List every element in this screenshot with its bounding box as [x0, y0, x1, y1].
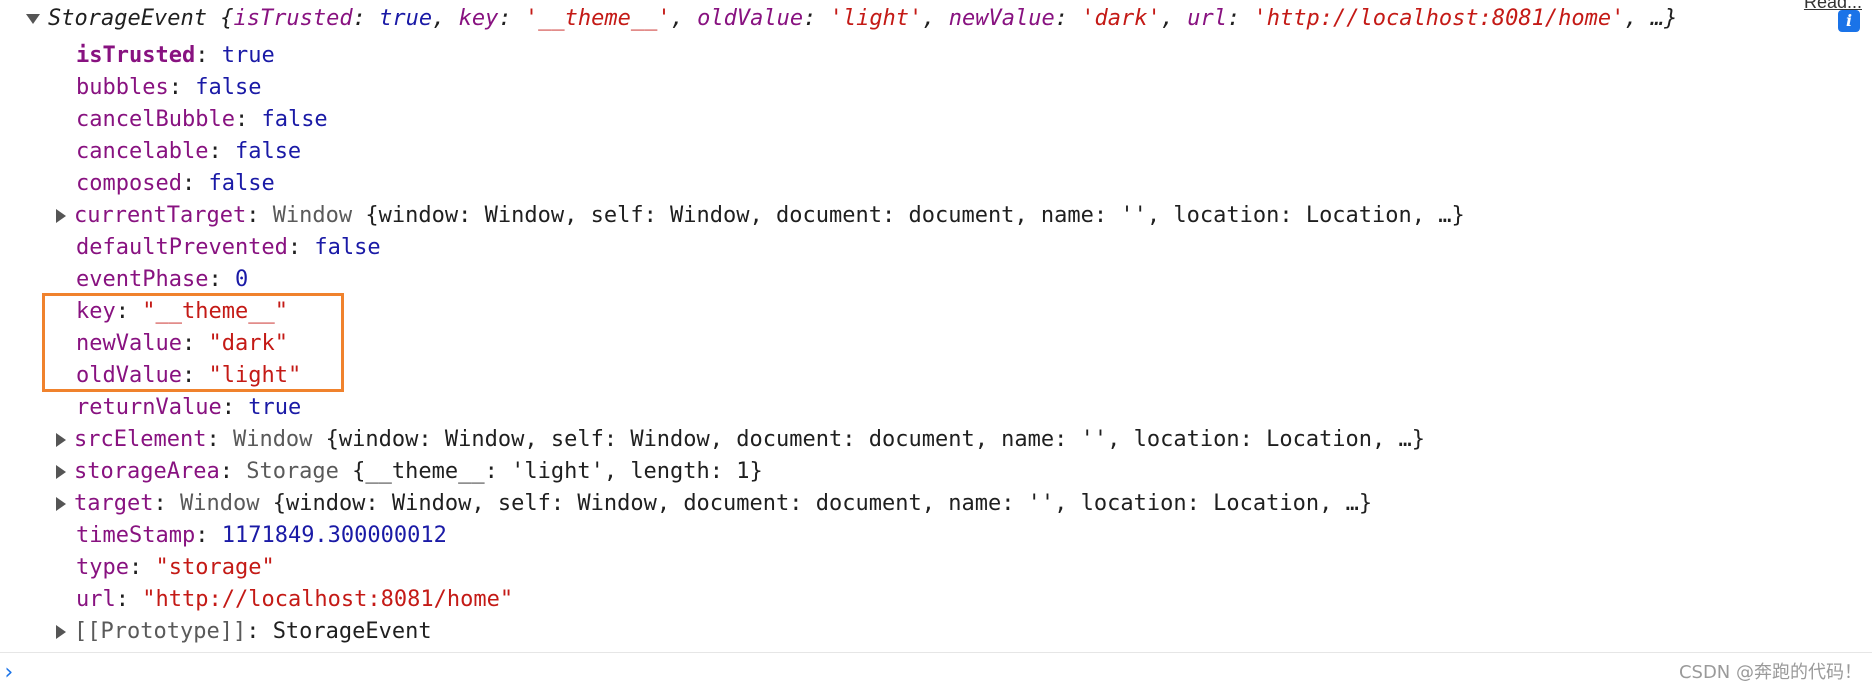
expand-triangle-icon[interactable] [56, 625, 66, 639]
prop-key: key: "__theme__" [76, 299, 288, 324]
prop-srcElement[interactable]: srcElement: Window {window: Window, self… [56, 424, 1425, 456]
prop-returnValue: returnValue: true [76, 395, 302, 420]
prop-oldValue: oldValue: "light" [76, 363, 302, 388]
event-class-name: StorageEvent [48, 6, 207, 31]
prop-composed: composed: false [76, 171, 275, 196]
expand-triangle-icon[interactable] [56, 497, 66, 511]
console-prompt[interactable]: › CSDN @奔跑的代码！ [0, 652, 1872, 684]
prop-cancelable: cancelable: false [76, 139, 302, 164]
expand-triangle-icon[interactable] [56, 209, 66, 223]
prop-newValue: newValue: "dark" [76, 331, 288, 356]
prop-prototype[interactable]: [[Prototype]]: StorageEvent [56, 616, 432, 648]
highlight-annotation-box [42, 293, 344, 392]
expand-triangle-icon[interactable] [26, 14, 40, 24]
expand-triangle-icon[interactable] [56, 433, 66, 447]
prop-timeStamp: timeStamp: 1171849.300000012 [76, 523, 447, 548]
prop-storageArea[interactable]: storageArea: Storage {__theme__: 'light'… [56, 456, 763, 488]
watermark: CSDN @奔跑的代码！ [1678, 662, 1862, 683]
prop-target[interactable]: target: Window {window: Window, self: Wi… [56, 488, 1372, 520]
prop-cancelBubble: cancelBubble: false [76, 107, 328, 132]
prop-bubbles: bubbles: false [76, 75, 262, 100]
source-link[interactable]: Read... [1803, 0, 1862, 12]
expand-triangle-icon[interactable] [56, 465, 66, 479]
prop-type: type: "storage" [76, 555, 275, 580]
prompt-chevron-icon: › [2, 660, 16, 684]
info-icon[interactable]: i [1838, 10, 1860, 32]
prop-defaultPrevented: defaultPrevented: false [76, 235, 381, 260]
event-header-row[interactable]: StorageEvent {isTrusted: true, key: '__t… [26, 3, 1677, 35]
prop-currentTarget[interactable]: currentTarget: Window {window: Window, s… [56, 200, 1465, 232]
prop-url: url: "http://localhost:8081/home" [76, 587, 514, 612]
prop-eventPhase: eventPhase: 0 [76, 267, 249, 292]
prop-isTrusted: isTrusted: true [76, 43, 275, 68]
